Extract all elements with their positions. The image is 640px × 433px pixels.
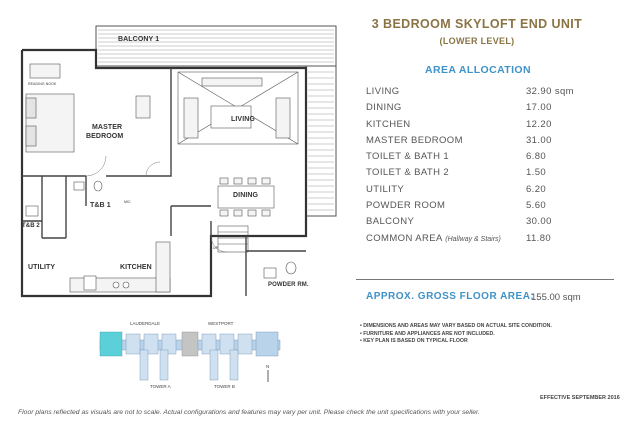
- kitchen-label: KITCHEN: [120, 264, 152, 271]
- area-label: DINING: [366, 102, 402, 114]
- floor-plan-drawing: [20, 25, 337, 298]
- divider-line: [356, 279, 614, 280]
- area-label: POWDER ROOM: [366, 200, 446, 212]
- key-plan-drawing: [99, 331, 281, 382]
- unit-subtitle: (LOWER LEVEL): [439, 36, 515, 46]
- area-value: 31.00: [526, 134, 552, 146]
- note-item: • KEY PLAN IS BASED ON TYPICAL FLOOR: [360, 338, 468, 344]
- area-label: UTILITY: [366, 183, 405, 195]
- area-label: MASTER BEDROOM: [366, 134, 463, 146]
- staircase: [217, 225, 249, 253]
- bed-furniture: [25, 63, 151, 153]
- area-label: COMMON AREA (Hallway & Stairs): [366, 232, 501, 244]
- footer-disclaimer: Floor plans reflected as visuals are not…: [18, 409, 480, 416]
- utility-label: UTILITY: [28, 264, 56, 271]
- tower-a-label: TOWER A: [150, 384, 171, 389]
- key-plan: LAUDERDALE WESTPORT TOWER A TOWER B N: [90, 318, 290, 393]
- area-label: LIVING: [366, 86, 400, 97]
- floor-plan: BALCONY 1 READING NOOK MASTER BEDROOM LI…: [6, 6, 351, 306]
- area-row: POWDER ROOM 5.60: [366, 200, 611, 216]
- area-value: 6.80: [526, 151, 547, 163]
- area-value: 30.00: [526, 216, 552, 228]
- exterior-walls: [20, 48, 308, 298]
- area-label: TOILET & BATH 1: [366, 151, 450, 163]
- area-value: 6.20: [526, 183, 547, 195]
- area-value: 5.60: [526, 200, 547, 212]
- dining-table: [217, 177, 275, 217]
- tb1-label: T&B 1: [90, 202, 111, 209]
- powder-room-label: POWDER RM.: [268, 282, 309, 288]
- area-allocation-list: LIVING 32.90 sqm DINING 17.00 KITCHEN 12…: [366, 86, 611, 249]
- area-row: KITCHEN 12.20: [366, 119, 611, 135]
- door-swings: [85, 155, 228, 253]
- gross-area-label: APPROX. GROSS FLOOR AREA:: [366, 291, 535, 302]
- area-value: 1.50: [526, 167, 547, 179]
- dining-label: DINING: [233, 192, 259, 199]
- area-row: LIVING 32.90 sqm: [366, 86, 611, 102]
- area-value: 12.20: [526, 118, 552, 130]
- area-row: UTILITY 6.20: [366, 184, 611, 200]
- reading-nook-label: READING NOOK: [28, 82, 57, 86]
- area-note: (Hallway & Stairs): [445, 235, 501, 243]
- unit-title: 3 BEDROOM SKYLOFT END UNIT: [371, 17, 583, 31]
- area-value: 11.80: [526, 232, 552, 244]
- sofa-furniture: [183, 77, 291, 139]
- area-row: TOILET & BATH 2 1.50: [366, 167, 611, 183]
- highlighted-unit: [99, 331, 123, 357]
- area-row: BALCONY 30.00: [366, 216, 611, 232]
- area-value: 17.00: [526, 102, 552, 114]
- balcony-decking: [95, 25, 337, 217]
- gross-area-value: 155.00 sqm: [531, 292, 581, 303]
- note-item: • DIMENSIONS AND AREAS MAY VARY BASED ON…: [360, 323, 552, 329]
- area-label: KITCHEN: [366, 118, 411, 130]
- area-row: TOILET & BATH 1 6.80: [366, 151, 611, 167]
- area-row: COMMON AREA (Hallway & Stairs) 11.80: [366, 233, 611, 249]
- area-value: 32.90 sqm: [526, 86, 574, 97]
- master-bedroom-label-line2: BEDROOM: [86, 133, 124, 140]
- area-allocation-heading: AREA ALLOCATION: [425, 64, 531, 76]
- mic-label: MIC: [124, 200, 131, 204]
- area-label: TOILET & BATH 2: [366, 167, 450, 179]
- lauderdale-label: LAUDERDALE: [130, 321, 161, 326]
- north-label: N: [266, 364, 270, 369]
- westport-label: WESTPORT: [208, 321, 234, 326]
- toilet-fixtures: [25, 180, 297, 291]
- interior-walls: [22, 68, 306, 296]
- living-label: LIVING: [231, 116, 255, 123]
- effective-date: EFFECTIVE SEPTEMBER 2016: [540, 395, 620, 401]
- area-label: BALCONY: [366, 216, 415, 228]
- note-item: • FURNITURE AND APPLIANCES ARE NOT INCLU…: [360, 330, 495, 337]
- tower-b-label: TOWER B: [214, 384, 235, 389]
- tb2-label: T&B 2: [22, 223, 40, 229]
- area-row: DINING 17.00: [366, 102, 611, 118]
- stair-up-label: UP: [213, 246, 219, 250]
- disclaimer-notes: • DIMENSIONS AND AREAS MAY VARY BASED ON…: [360, 323, 630, 346]
- balcony-label: BALCONY 1: [118, 36, 160, 43]
- master-bedroom-label-line1: MASTER: [92, 124, 123, 131]
- area-row: MASTER BEDROOM 31.00: [366, 135, 611, 151]
